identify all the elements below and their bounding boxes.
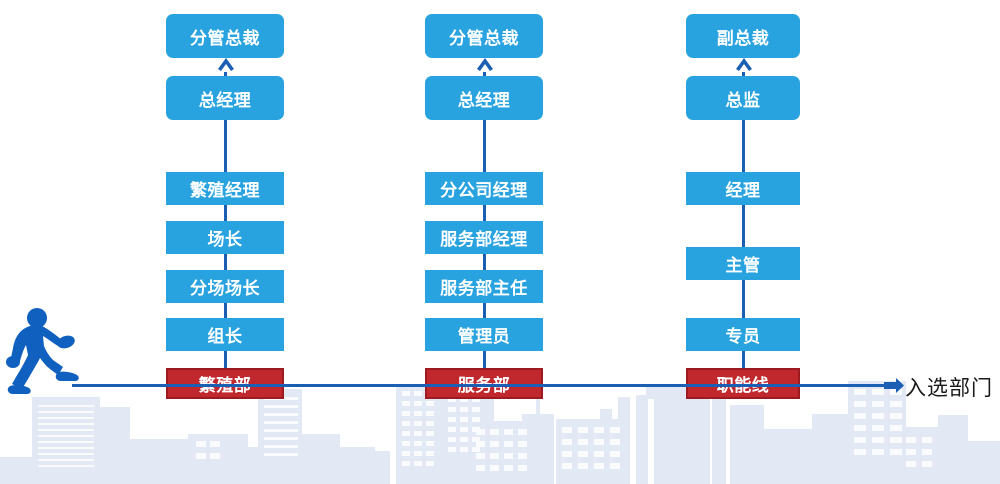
role-node-breeding-2[interactable]: 繁殖经理 xyxy=(166,172,284,205)
role-node-service-3[interactable]: 服务部经理 xyxy=(425,221,543,254)
axis-label: 入选部门 xyxy=(905,376,993,400)
role-node-function-line-3[interactable]: 主管 xyxy=(686,247,800,280)
role-node-breeding-0[interactable]: 分管总裁 xyxy=(166,14,284,58)
role-node-function-line-0[interactable]: 副总裁 xyxy=(686,14,800,58)
connector-line xyxy=(224,72,227,76)
connector-line xyxy=(483,205,486,221)
connector-line xyxy=(224,120,227,172)
arrow-up-icon xyxy=(736,58,752,71)
connector-line xyxy=(742,205,745,247)
connector-line xyxy=(483,351,486,368)
role-node-function-line-4[interactable]: 专员 xyxy=(686,318,800,351)
connector-line xyxy=(483,254,486,270)
role-node-service-1[interactable]: 总经理 xyxy=(425,76,543,120)
connector-line xyxy=(742,280,745,318)
connector-line xyxy=(224,303,227,318)
connector-line xyxy=(742,120,745,172)
role-node-breeding-1[interactable]: 总经理 xyxy=(166,76,284,120)
horizontal-axis-line xyxy=(72,384,890,387)
role-node-service-4[interactable]: 服务部主任 xyxy=(425,270,543,303)
connector-line xyxy=(483,303,486,318)
role-node-function-line-1[interactable]: 总监 xyxy=(686,76,800,120)
connector-line xyxy=(224,254,227,270)
connector-line xyxy=(483,72,486,76)
career-column-service: 分管总裁总经理分公司经理服务部经理服务部主任管理员服务部 xyxy=(425,0,543,484)
connector-line xyxy=(224,205,227,221)
role-node-breeding-5[interactable]: 组长 xyxy=(166,318,284,351)
arrow-up-icon xyxy=(477,58,493,71)
walking-person-icon xyxy=(6,308,79,394)
connector-line xyxy=(742,72,745,76)
role-node-breeding-4[interactable]: 分场场长 xyxy=(166,270,284,303)
role-node-breeding-3[interactable]: 场长 xyxy=(166,221,284,254)
role-node-function-line-2[interactable]: 经理 xyxy=(686,172,800,205)
career-column-breeding: 分管总裁总经理繁殖经理场长分场场长组长繁殖部 xyxy=(166,0,284,484)
role-node-service-5[interactable]: 管理员 xyxy=(425,318,543,351)
arrow-up-icon xyxy=(218,58,234,71)
connector-line xyxy=(224,351,227,368)
arrow-right-icon xyxy=(884,378,904,393)
connector-line xyxy=(483,120,486,172)
role-node-service-2[interactable]: 分公司经理 xyxy=(425,172,543,205)
connector-line xyxy=(742,351,745,368)
role-node-service-0[interactable]: 分管总裁 xyxy=(425,14,543,58)
career-column-function-line: 副总裁总监经理主管专员职能线 xyxy=(686,0,800,484)
